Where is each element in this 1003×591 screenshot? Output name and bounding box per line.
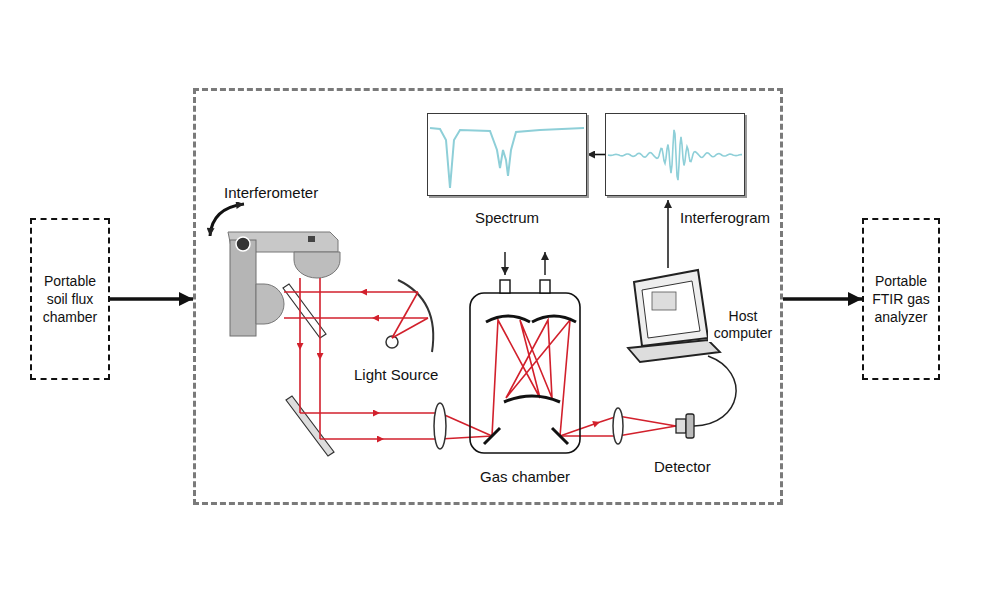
laptop [642,281,700,338]
light-rays [380,412,440,414]
detector [686,414,694,438]
light-source [386,280,433,352]
light-rays [320,438,384,440]
detector [694,356,736,426]
interferometer [308,236,315,242]
lens [613,408,623,444]
light-rays [560,435,618,437]
gas-chamber [552,428,568,444]
laptop [628,270,720,362]
light-rays [372,317,428,319]
gas-chamber [504,396,560,402]
gas-chamber [470,252,580,453]
gas-chamber [544,252,545,275]
interferometer [236,237,250,251]
light-rays [300,412,380,414]
mirrors [283,284,334,456]
light-rays [360,291,418,293]
part-label: Light Source [352,366,440,384]
light-rays [384,438,440,440]
flow-arrow [587,154,605,156]
light-rays [440,436,492,439]
flow-arrow [783,297,862,301]
light-source [398,280,433,352]
light-rays [284,291,360,293]
laptop [652,292,676,310]
spectrum-arrow [668,200,669,268]
gas-chamber [504,252,505,275]
part-label: Detector [652,458,713,476]
laptop [628,340,720,362]
spectrum-curve [430,128,584,188]
interferogram-curve [608,130,742,180]
interferometer [230,240,256,336]
part-label: Interferometer [222,184,320,202]
light-rays [492,320,570,436]
light-rays [299,278,301,350]
light-rays [618,426,676,436]
spectrum-curve [430,128,584,188]
light-rays [440,413,492,436]
lens [434,403,446,449]
spectrum-panel: Spectrum [427,113,587,196]
interferogram-curve [608,130,742,180]
light-rays [319,278,321,360]
part-label: Host computer [708,308,778,342]
analyzer-box: Portable FTIR gas analyzer [862,218,940,380]
system-frame: SpectrumInterferogram [193,88,783,505]
interferometer [228,232,338,252]
lens [434,403,623,449]
gas-chamber [540,280,550,293]
gas-chamber [484,428,500,444]
part-label: Gas chamber [478,468,572,486]
panel-heading: Interferogram [678,209,772,226]
panel-heading: Spectrum [473,209,541,226]
light-rays [319,360,321,439]
detector [676,356,736,438]
spectrum-arrow [667,200,669,268]
gas-chamber [500,280,510,293]
light-rays [284,317,372,319]
laptop [634,270,708,346]
flow-arrow [110,297,193,301]
interferogram-panel: Interferogram [605,113,745,196]
light-rays [618,416,676,426]
interferometer [210,204,244,236]
gas-chamber [486,316,530,322]
source-box: Portable soil flux chamber [30,218,110,380]
box-label: Portable soil flux chamber [37,272,103,327]
detector [676,419,686,433]
gas-chamber [532,316,576,322]
light-rays [392,318,428,338]
box-label: Portable FTIR gas analyzer [869,272,933,327]
interferometer [256,284,284,324]
interferometer [294,252,340,278]
connectors [110,155,862,300]
gas-chamber [470,293,580,453]
light-rays [299,350,301,413]
mirrors [286,396,334,456]
